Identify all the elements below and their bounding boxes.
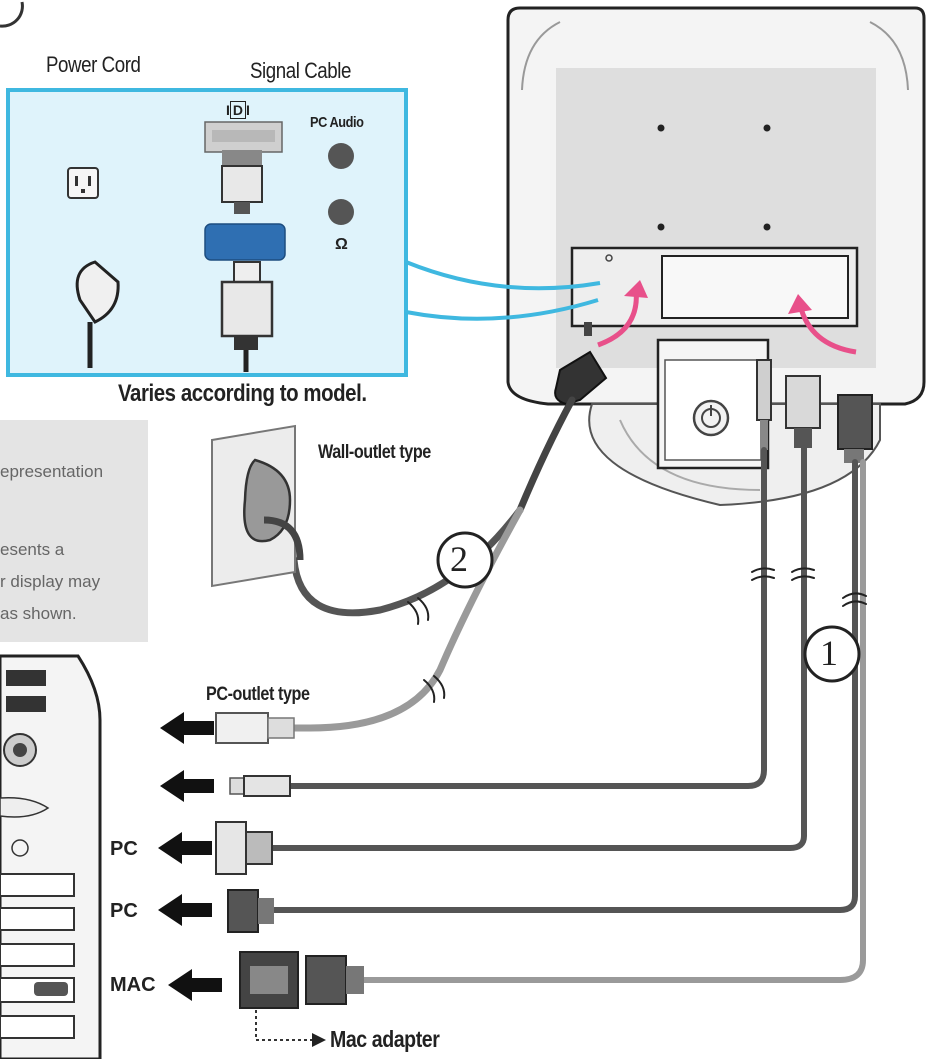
mac-label: MAC bbox=[110, 974, 156, 996]
note-line-3: r display may bbox=[0, 572, 101, 591]
audio-jack-icon bbox=[328, 143, 354, 225]
pc-outlet-label: PC-outlet type bbox=[206, 684, 310, 705]
connector-inset bbox=[6, 88, 601, 377]
step-1-number: 1 bbox=[820, 633, 838, 673]
vga-port-icon bbox=[204, 223, 286, 261]
mac-adapter-label: Mac adapter bbox=[330, 1026, 440, 1052]
cables bbox=[267, 396, 867, 983]
pc-audio-label: PC Audio bbox=[310, 114, 364, 131]
power-button-icon bbox=[692, 399, 730, 437]
headphone-icon: Ω bbox=[335, 236, 348, 253]
power-cord-label: Power Cord bbox=[46, 52, 141, 77]
pc-label-dvi: PC bbox=[110, 838, 138, 860]
note-box bbox=[0, 420, 148, 642]
dvi-port-icon bbox=[204, 121, 283, 153]
note-line-1: epresentation bbox=[0, 462, 104, 481]
monitor-back bbox=[506, 6, 926, 507]
power-socket-icon bbox=[67, 167, 99, 199]
wall-outlet-label: Wall-outlet type bbox=[318, 442, 431, 463]
step-markers bbox=[436, 531, 861, 683]
note-line-4: as shown. bbox=[0, 604, 77, 623]
arrow-left-icon bbox=[158, 712, 222, 1001]
note-line-2: esents a bbox=[0, 540, 65, 559]
wall-outlet bbox=[211, 424, 304, 588]
step-2-number: 2 bbox=[450, 539, 468, 579]
signal-cable-label: Signal Cable bbox=[250, 58, 351, 83]
monitor-connectors bbox=[554, 350, 873, 463]
pc-label-vga: PC bbox=[110, 900, 138, 922]
pc-tower bbox=[0, 654, 102, 1059]
pc-side-connectors bbox=[215, 712, 364, 1047]
varies-label: Varies according to model. bbox=[118, 380, 367, 407]
